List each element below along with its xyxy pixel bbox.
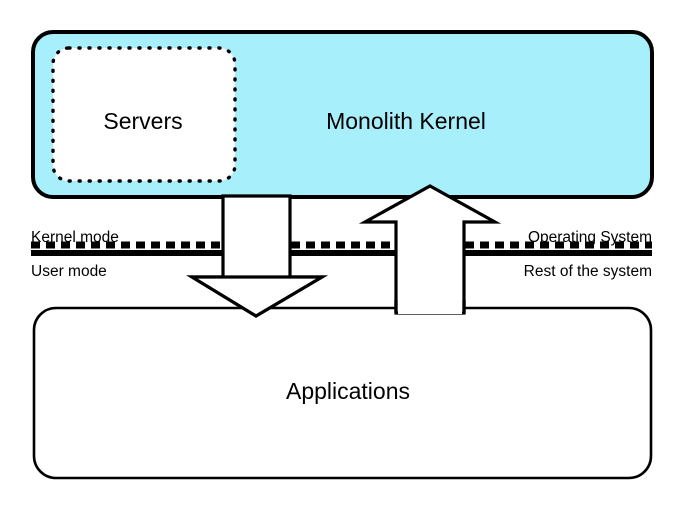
rest-of-the-system-label: Rest of the system (524, 263, 652, 280)
down-arrow-tip-overlay (186, 275, 328, 318)
mode-divider-segment-middle (291, 241, 395, 256)
servers-box (51, 46, 237, 183)
monolith-kernel-label: Monolith Kernel (326, 108, 486, 134)
mode-divider-segment-left (31, 241, 222, 256)
operating-system-label: Operating System (528, 229, 652, 246)
applications-label: Applications (286, 378, 410, 404)
applications-to-kernel-arrow (358, 184, 502, 313)
mode-divider-segment-right (465, 241, 652, 256)
applications-box (32, 306, 653, 480)
servers-label: Servers (103, 108, 182, 134)
user-mode-label: User mode (31, 263, 107, 280)
kernel-mode-label: Kernel mode (31, 229, 119, 246)
